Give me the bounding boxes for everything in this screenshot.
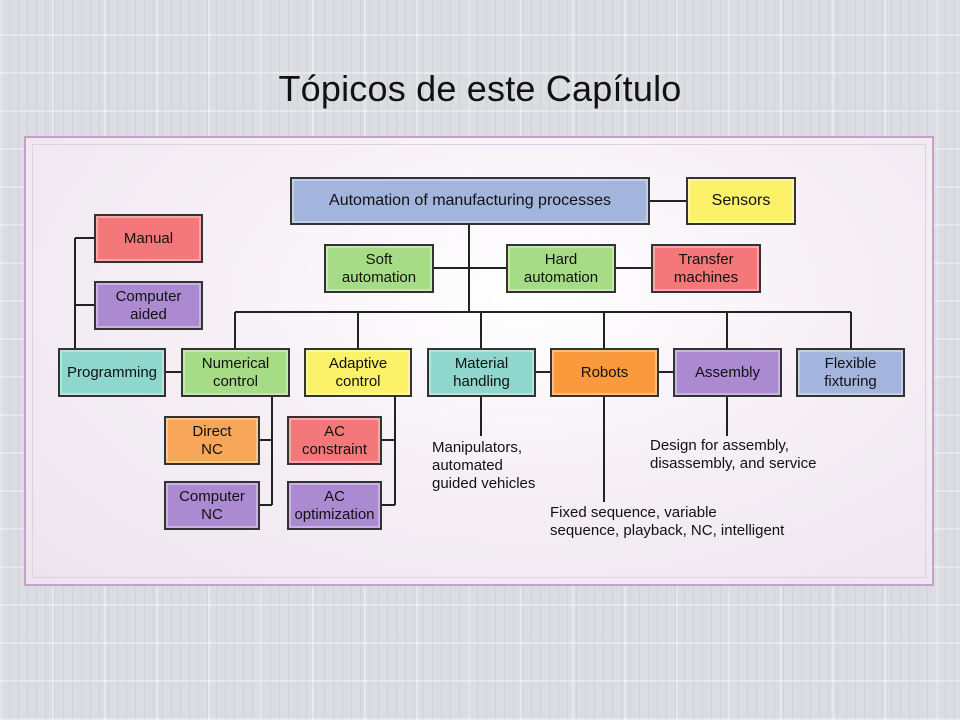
assembly-note: Design for assembly, disassembly, and se… (650, 437, 817, 472)
soft-automation-box: Soft automation (324, 244, 434, 293)
manual-box: Manual (94, 214, 203, 263)
numerical-control-box: Numerical control (181, 348, 290, 397)
slide-title: Tópicos de este Capítulo (278, 68, 682, 109)
diagram-panel-frame (32, 144, 926, 578)
hard-automation-box: Hard automation (506, 244, 616, 293)
sensors-box: Sensors (686, 177, 796, 225)
transfer-machines-box: Transfer machines (651, 244, 761, 293)
programming-box: Programming (58, 348, 166, 397)
automation-root-box: Automation of manufacturing processes (290, 177, 650, 225)
material-handling-note: Manipulators, automated guided vehicles (432, 439, 536, 492)
robots-box: Robots (550, 348, 659, 397)
direct-nc-box: Direct NC (164, 416, 260, 465)
robots-note: Fixed sequence, variable sequence, playb… (550, 504, 785, 539)
computer-nc-box: Computer NC (164, 481, 260, 530)
ac-optimization-box: AC optimization (287, 481, 382, 530)
ac-constraint-box: AC constraint (287, 416, 382, 465)
computer-aided-box: Computer aided (94, 281, 203, 330)
assembly-box: Assembly (673, 348, 782, 397)
material-handling-box: Material handling (427, 348, 536, 397)
flexible-fixturing-box: Flexible fixturing (796, 348, 905, 397)
adaptive-control-box: Adaptive control (304, 348, 412, 397)
